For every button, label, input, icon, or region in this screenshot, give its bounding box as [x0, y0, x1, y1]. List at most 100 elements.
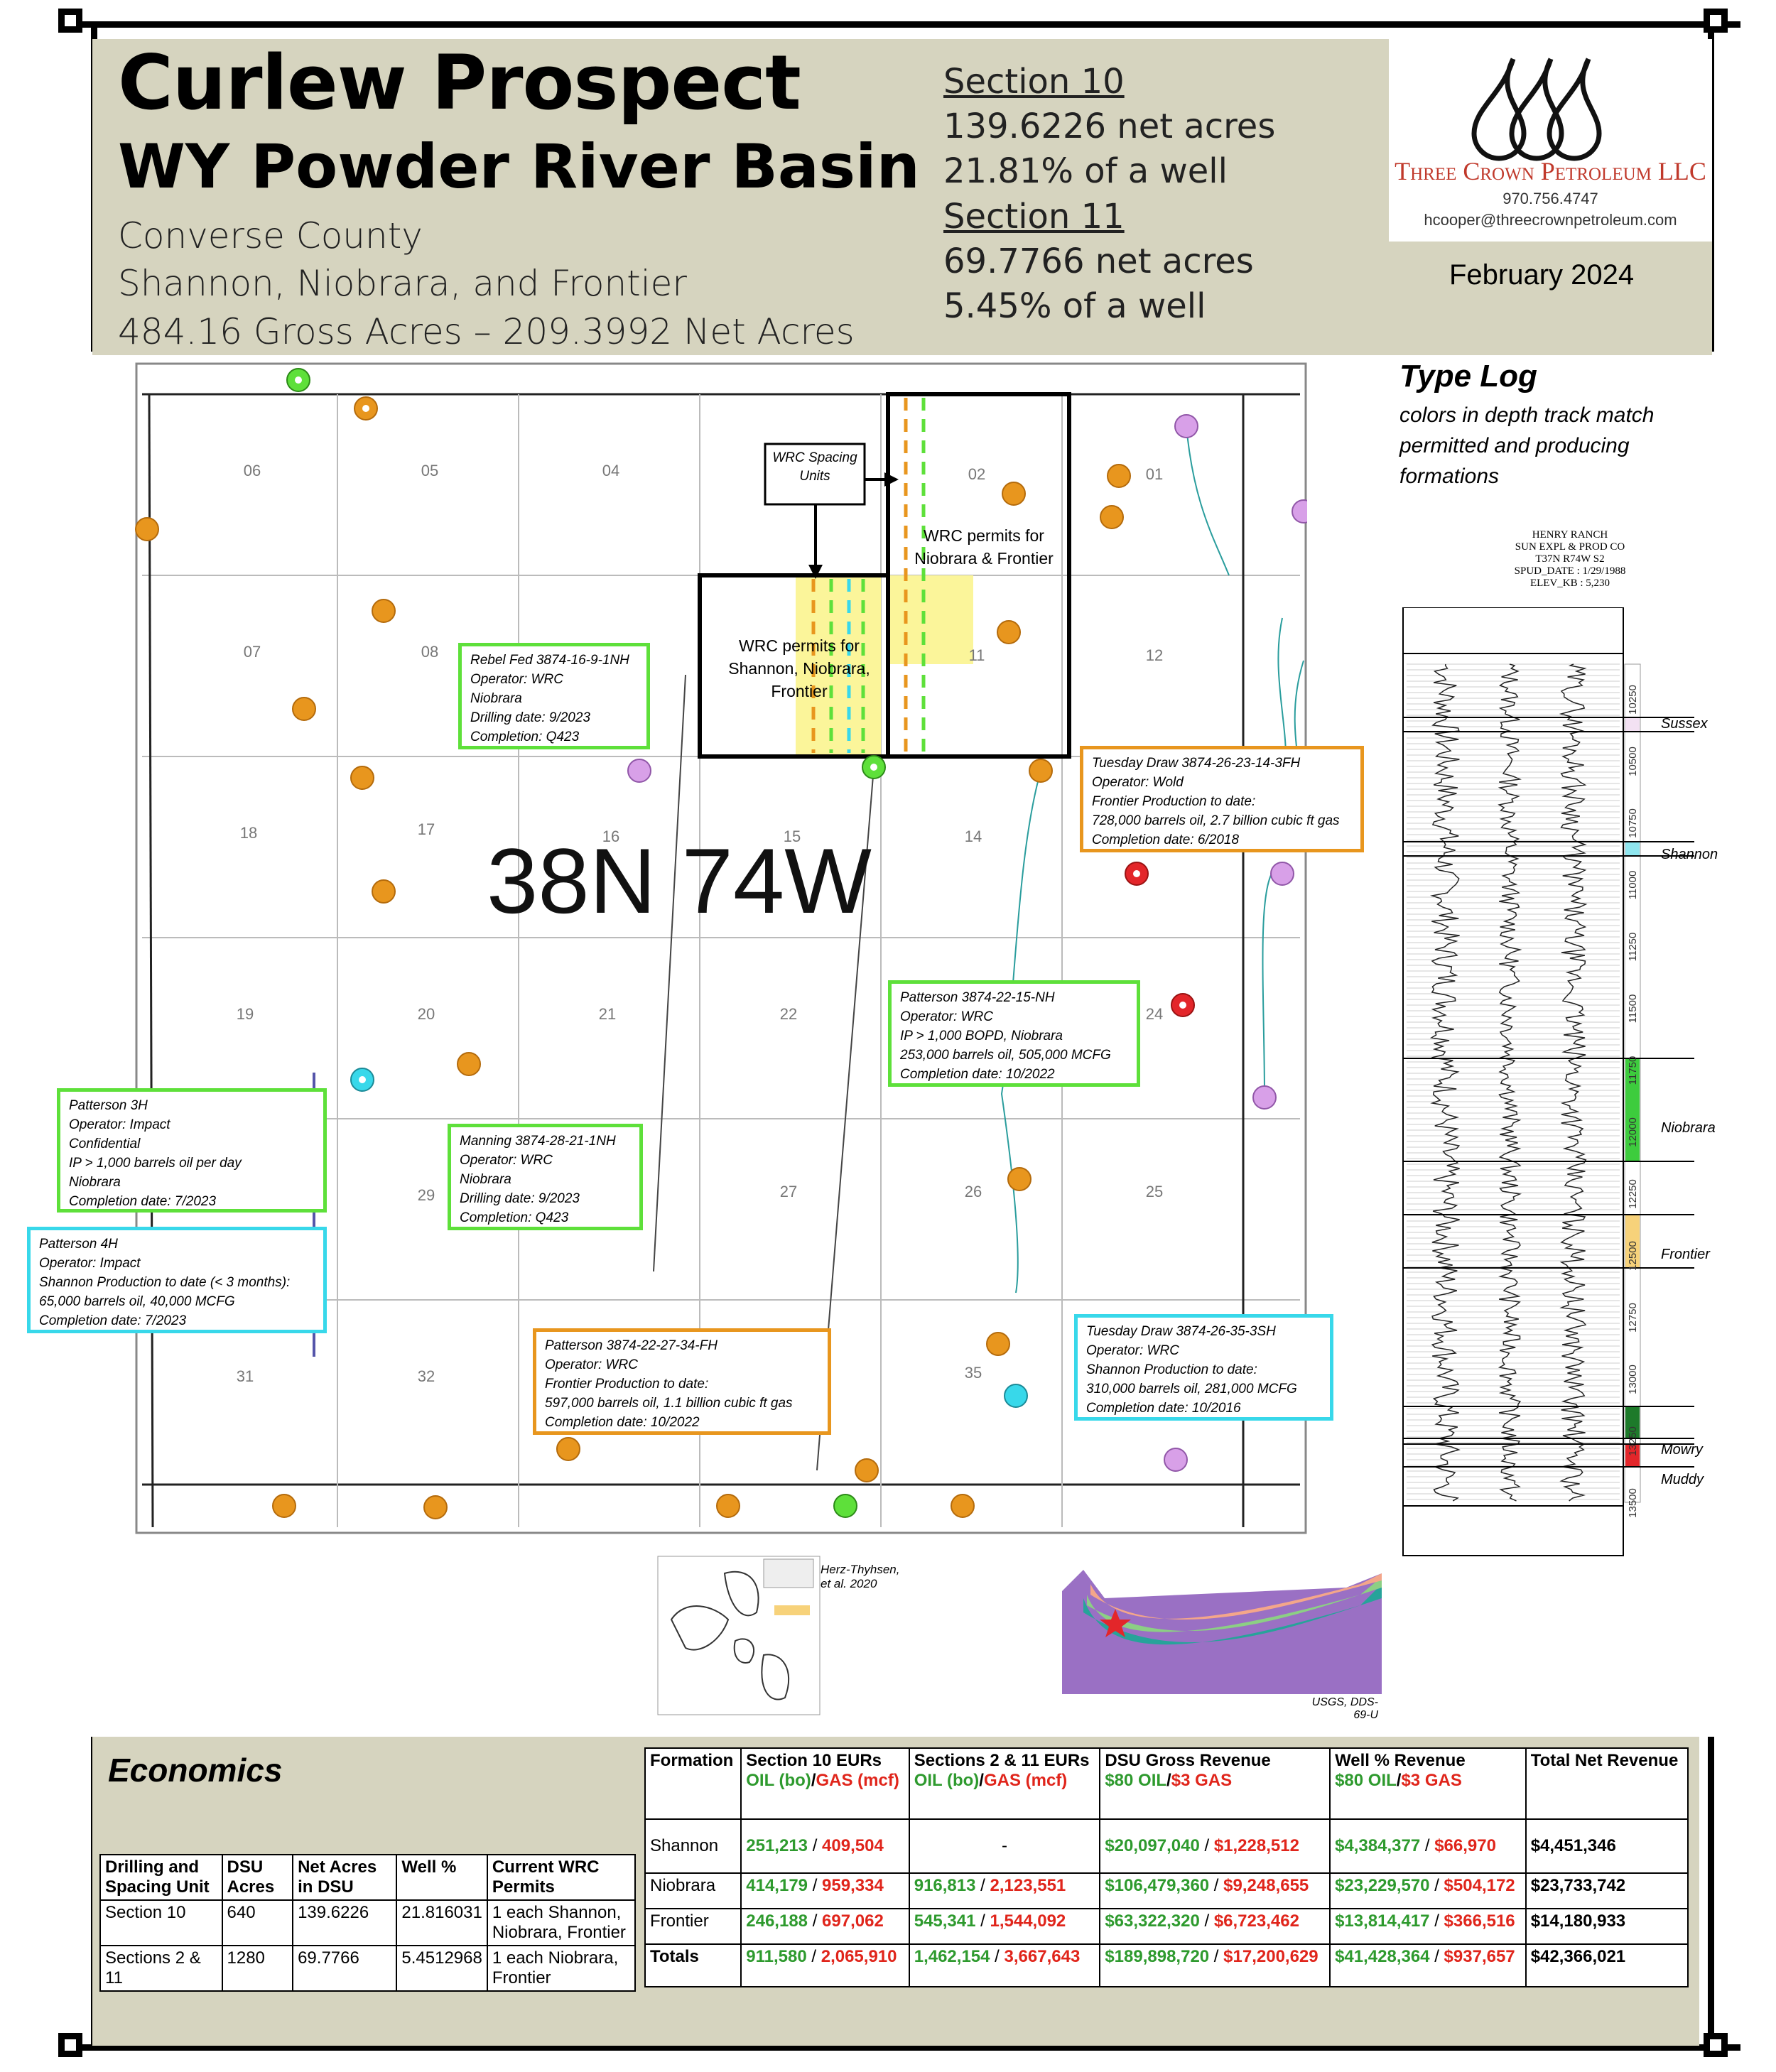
callout-line: Completion date: 7/2023: [39, 1313, 187, 1328]
formation-cell: Shannon: [644, 1818, 742, 1874]
well-header-line: SPUD_DATE : 1/29/1988: [1514, 565, 1626, 577]
svg-text:05: 05: [421, 462, 438, 479]
formation-band: [1625, 1058, 1640, 1161]
callout-line: Niobrara: [470, 691, 522, 706]
col-header-well-revenue: Well % Revenue$80 OIL/$3 GAS: [1329, 1747, 1527, 1820]
table-cell: $106,479,360 / $9,248,655: [1099, 1872, 1331, 1909]
table-cell: 1 each Niobrara, Frontier: [486, 1945, 637, 1992]
callout-line: Operator: Wold: [1092, 775, 1184, 790]
callout-line: Operator: WRC: [470, 672, 563, 687]
svg-text:15: 15: [784, 828, 801, 845]
section11-title: Section 11: [943, 197, 1125, 237]
table-cell: 911,580 / 2,065,910: [740, 1943, 910, 1987]
callout-line: Patterson 4H: [39, 1237, 118, 1252]
callout-line: Shannon Production to date (< 3 months):: [39, 1275, 291, 1290]
well-header-line: HENRY RANCH: [1532, 529, 1608, 541]
section10-well: 21.81% of a well: [943, 151, 1228, 191]
basin-cross-section: [1062, 1556, 1382, 1694]
formation-band: [1625, 1406, 1640, 1438]
frame-bottom: [71, 2044, 1740, 2051]
callout-tuesday-draw-shannon: Tuesday Draw 3874-26-35-3SH Operator: WR…: [1074, 1314, 1333, 1421]
table-cell: $4,384,377 / $66,970: [1329, 1818, 1527, 1874]
callout-line: 310,000 barrels oil, 281,000 MCFG: [1086, 1382, 1297, 1396]
dsu-header: Drilling and Spacing Unit: [99, 1854, 223, 1901]
svg-text:25: 25: [1146, 1183, 1163, 1200]
dsu-header: Well %: [396, 1854, 488, 1901]
economics-title: Economics: [108, 1752, 283, 1789]
formation-band: [1625, 1215, 1640, 1268]
frame-corner: [58, 9, 82, 33]
table-cell: -: [908, 1818, 1101, 1874]
callout-line: Operator: Impact: [39, 1256, 141, 1271]
callout-line: Operator: WRC: [460, 1153, 553, 1168]
formation-cell: Totals: [644, 1943, 742, 1987]
svg-text:26: 26: [965, 1183, 982, 1200]
svg-text:27: 27: [780, 1183, 797, 1200]
svg-text:01: 01: [1146, 465, 1163, 483]
section11-acres: 69.7766 net acres: [943, 242, 1254, 281]
company-logo: Three Crown Petroleum LLC 970.756.4747 h…: [1389, 39, 1712, 242]
callout-patterson-4h: Patterson 4H Operator: Impact Shannon Pr…: [27, 1227, 327, 1333]
formation-band: [1625, 717, 1640, 732]
svg-text:18: 18: [240, 824, 257, 842]
depth-label: 10250: [1627, 685, 1639, 715]
callout-line: Niobrara: [460, 1172, 511, 1187]
date-text: February 2024: [1449, 259, 1635, 291]
formation-cell: Niobrara: [644, 1872, 742, 1909]
svg-text:17: 17: [418, 820, 435, 838]
callout-line: Completion: Q423: [470, 729, 580, 744]
table-cell: 139.6226: [292, 1899, 398, 1946]
depth-label: 13000: [1627, 1365, 1639, 1394]
section10-title: Section 10: [943, 62, 1125, 102]
county-text: Converse County: [118, 215, 423, 256]
callout-line: Shannon Production to date:: [1086, 1362, 1257, 1377]
svg-text:35: 35: [965, 1364, 982, 1382]
spacing-units-label: WRC Spacing Units: [772, 450, 857, 484]
table-cell: $14,180,933: [1525, 1908, 1689, 1945]
depth-label: 11000: [1627, 871, 1639, 900]
well-symbols: [135, 368, 1307, 1519]
svg-text:19: 19: [237, 1005, 254, 1023]
depth-label: 11250: [1627, 933, 1639, 962]
callout-line: Tuesday Draw 3874-26-35-3SH: [1086, 1324, 1276, 1339]
depth-label: 11500: [1627, 994, 1639, 1024]
frame-corner: [58, 2033, 82, 2057]
callout-line: Operator: WRC: [1086, 1343, 1179, 1358]
table-cell: 916,813 / 2,123,551: [908, 1872, 1101, 1909]
callout-tuesday-draw-frontier: Tuesday Draw 3874-26-23-14-3FH Operator:…: [1080, 746, 1364, 852]
svg-text:12: 12: [1146, 646, 1163, 664]
formation-cell: Frontier: [644, 1908, 742, 1945]
svg-text:21: 21: [599, 1005, 616, 1023]
type-log-description: colors in depth track match permitted an…: [1399, 403, 1655, 488]
callout-line: Completion date: 10/2016: [1086, 1401, 1241, 1416]
permit-label-niobrara-frontier: WRC permits for Niobrara & Frontier: [914, 526, 1054, 568]
callout-line: Operator: WRC: [545, 1357, 638, 1372]
table-row: Frontier 246,188 / 697,062 545,341 / 1,5…: [644, 1908, 1689, 1945]
svg-text:24: 24: [1146, 1005, 1163, 1023]
table-cell: $13,814,417 / $366,516: [1329, 1908, 1527, 1945]
callout-line: IP > 1,000 BOPD, Niobrara: [900, 1029, 1063, 1043]
callout-line: Confidential: [69, 1137, 141, 1151]
svg-text:04: 04: [602, 462, 619, 479]
callout-line: Niobrara: [69, 1175, 121, 1190]
type-log-chart: 1025010500107501100011250115001175012000…: [1402, 607, 1694, 1556]
formation-label-frontier: Frontier: [1661, 1247, 1710, 1262]
well-header-line: T37N R74W S2: [1535, 553, 1605, 565]
table-cell: 414,179 / 959,334: [740, 1872, 910, 1909]
callout-line: Frontier Production to date:: [1092, 794, 1256, 809]
callout-line: Frontier Production to date:: [545, 1377, 709, 1392]
frame-top: [71, 21, 1740, 28]
township-label: 38N 74W: [487, 829, 872, 933]
company-name: Three Crown Petroleum LLC: [1395, 157, 1706, 185]
depth-label: 10750: [1627, 808, 1639, 838]
table-cell: Section 10: [99, 1899, 223, 1946]
svg-text:29: 29: [418, 1186, 435, 1204]
callout-line: Completion: Q423: [460, 1210, 569, 1225]
callout-line: Rebel Fed 3874-16-9-1NH: [470, 653, 629, 668]
callout-line: 728,000 barrels oil, 2.7 billion cubic f…: [1092, 813, 1340, 828]
dsu-highlight: [796, 575, 881, 756]
inset-credit: Herz-Thyhsen, et al. 2020: [821, 1563, 900, 1590]
callout-line: 65,000 barrels oil, 40,000 MCFG: [39, 1294, 235, 1309]
col-header-formation: Formation: [644, 1747, 742, 1820]
